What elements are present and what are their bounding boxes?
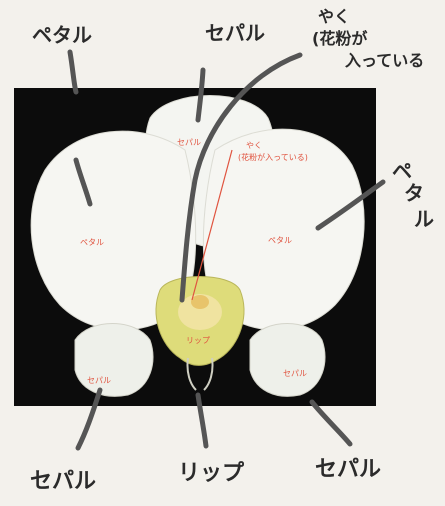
bottom-right-sepal-shape xyxy=(250,324,325,397)
pointer-petal-left xyxy=(70,52,76,92)
label-sepal-bottom-left: セパル xyxy=(30,469,96,494)
label-petal-right-2: タ xyxy=(404,181,424,205)
bottom-left-sepal-shape xyxy=(75,324,153,397)
label-petal-top-left: ペタル xyxy=(32,23,92,47)
anther-cap xyxy=(191,295,209,309)
label-sepal-bottom-right: セパル xyxy=(315,457,381,482)
photo-label-sepal-left: セパル xyxy=(87,376,111,385)
photo-label-sepal-right: セパル xyxy=(283,369,307,378)
label-sepal-top: セパル xyxy=(205,21,265,45)
photo-label-petal-right: ペタル xyxy=(268,236,292,245)
label-anther-line3: 入っている xyxy=(345,51,424,70)
photo-label-anther-2: (花粉が入っている) xyxy=(238,152,308,162)
label-anther-line1: やく xyxy=(318,7,350,26)
photo-label-anther-1: やく xyxy=(246,141,262,150)
pointer-sepal-bottom-right xyxy=(312,402,350,444)
photo-label-lip: リップ xyxy=(186,336,210,345)
label-anther-line2: (花粉が xyxy=(312,29,367,48)
photo-label-sepal-top: セパル xyxy=(177,138,201,147)
label-lip: リップ xyxy=(178,461,245,486)
label-petal-right-3: ル xyxy=(414,207,434,231)
photo-label-petal-left: ペタル xyxy=(80,238,104,247)
label-petal-right-1: ペ xyxy=(392,159,412,183)
